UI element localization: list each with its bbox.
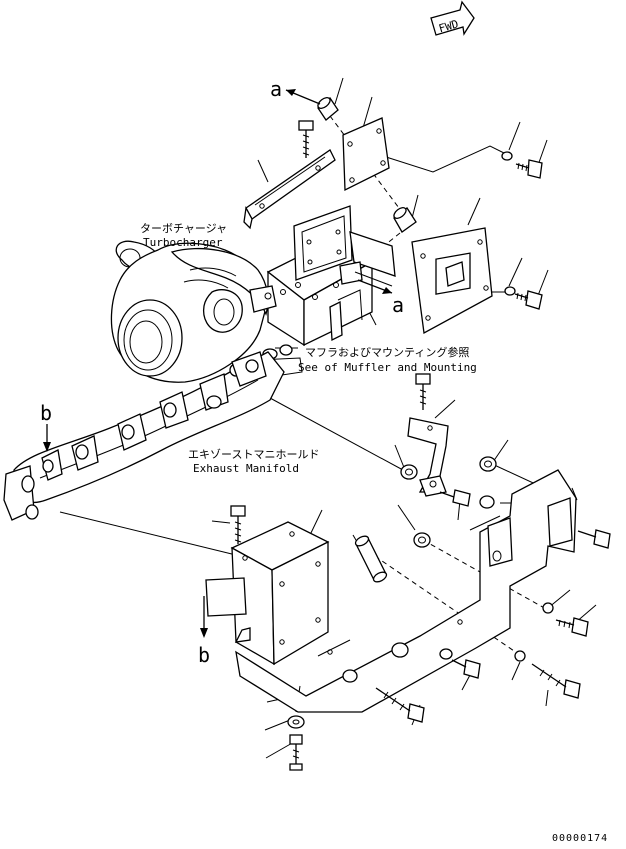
upper-right-bolt-icon	[515, 159, 543, 179]
marker-a-top: a	[270, 77, 282, 101]
upper-bracket	[243, 149, 336, 230]
marker-a-right: a	[392, 293, 404, 317]
mid-strap-bolt2-icon	[439, 489, 471, 507]
lower-spacer	[354, 535, 388, 583]
bottom-bolt-icon	[289, 734, 303, 771]
collar-right	[479, 456, 497, 472]
lower-right-bolt-2-icon	[531, 663, 581, 699]
manifold-label-en: Exhaust Manifold	[193, 462, 299, 475]
turbocharger	[110, 240, 303, 383]
turbocharger-label-jp: ターボチャージャ	[140, 222, 227, 235]
muffler-flange	[411, 227, 493, 335]
mid-right-bolt-icon	[514, 290, 543, 310]
lower-right-bolt-1-icon	[555, 617, 589, 637]
fwd-arrow-icon: FWD	[430, 0, 475, 36]
lower-right-washer-2	[514, 650, 526, 662]
marker-b-left: b	[40, 401, 52, 425]
turbocharger-label-en: Turbocharger	[143, 236, 223, 249]
collar-left	[400, 464, 418, 480]
upper-plate	[342, 117, 390, 192]
serial-number: 00000174	[552, 833, 608, 844]
lower-center-bolt-icon	[451, 659, 481, 679]
fwd-label: FWD	[437, 17, 460, 35]
turbo-mount-bracket	[266, 205, 396, 347]
upper-bolt-icon	[298, 120, 314, 158]
collar-center	[413, 532, 431, 548]
muffler-label-en: See of Muffler and Mounting	[298, 361, 477, 374]
bottom-nut	[287, 715, 305, 729]
marker-a-right-arrow-icon	[357, 279, 393, 294]
marker-b-left-arrow-icon	[43, 424, 51, 452]
exhaust-manifold	[3, 351, 285, 521]
upper-spacer	[317, 97, 339, 121]
marker-b-bottom: b	[198, 643, 210, 667]
marker-a-top-arrow-icon	[285, 89, 321, 105]
mid-strap	[407, 417, 449, 497]
lower-center-washer	[439, 648, 453, 660]
lower-bracket	[205, 469, 577, 713]
upper-right-washer	[501, 151, 513, 161]
mid-strap-bolt-icon	[415, 373, 431, 410]
lower-left-bolt-icon	[230, 505, 246, 544]
lower-right-washer-1	[542, 602, 554, 614]
mid-right-washer	[504, 286, 516, 296]
marker-b-bottom-arrow-icon	[200, 596, 208, 638]
long-bolt-icon	[375, 687, 425, 723]
mid-spacer	[393, 207, 417, 233]
lower-right-bolt-top-icon	[577, 529, 611, 549]
muffler-label-jp: マフラおよびマウンティング参照	[305, 345, 469, 359]
washer-mid	[479, 495, 495, 509]
manifold-label-jp: エキゾーストマニホールド	[188, 448, 319, 461]
